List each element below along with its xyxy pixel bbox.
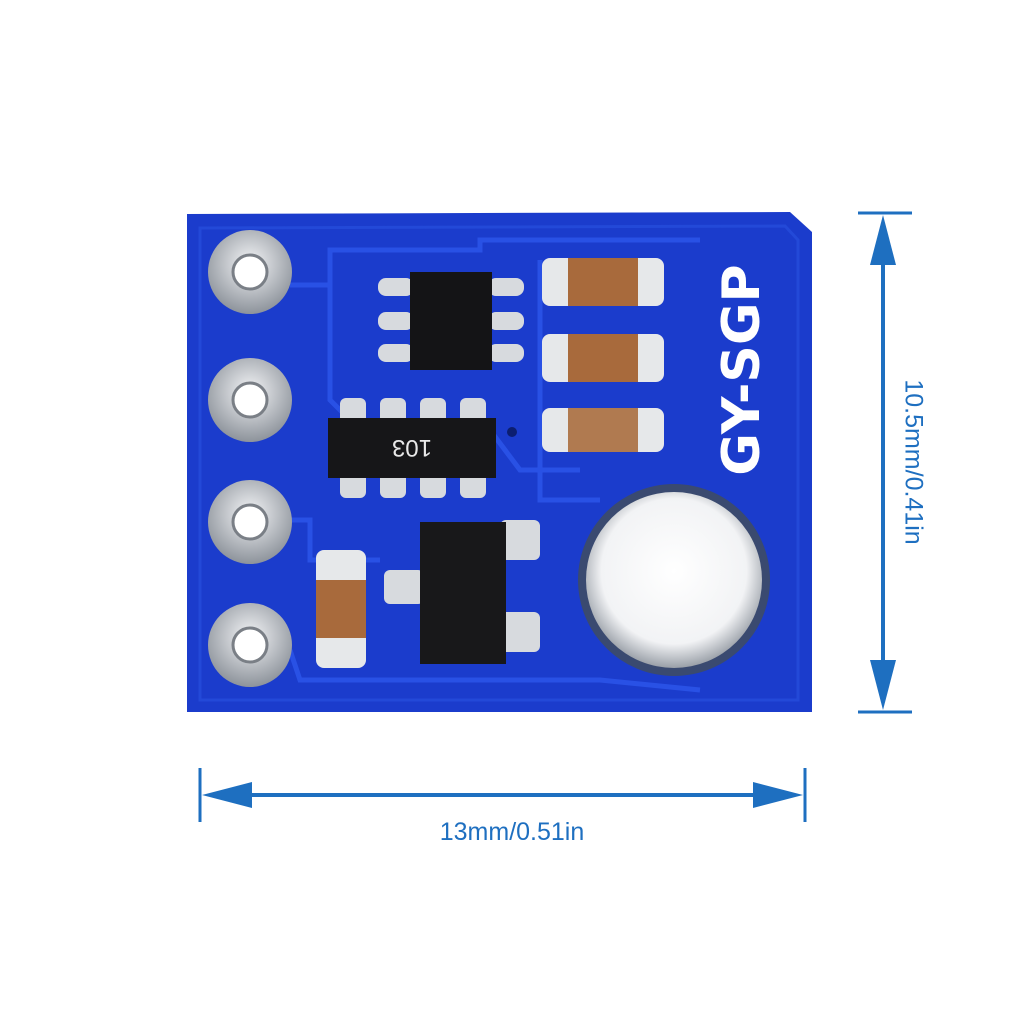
width-dimension (198, 768, 807, 822)
header-pins (208, 230, 292, 687)
pin-3 (208, 480, 292, 564)
gas-sensor (578, 484, 770, 676)
height-label: 10.5mm/0.41in (899, 379, 927, 544)
ic-sot23-6 (378, 272, 524, 370)
pin-4 (208, 603, 292, 687)
resistor-array: 103 (328, 398, 496, 498)
voltage-regulator (384, 520, 540, 664)
width-label: 13mm/0.51in (440, 818, 585, 846)
resistor-marking: 103 (392, 434, 432, 461)
pcb-board: 103 GY-SGP (187, 212, 812, 712)
board-label: GY-SGP (712, 264, 772, 475)
pin-2 (208, 358, 292, 442)
height-dimension (858, 211, 912, 714)
capacitors (316, 258, 664, 668)
pin-1 (208, 230, 292, 314)
